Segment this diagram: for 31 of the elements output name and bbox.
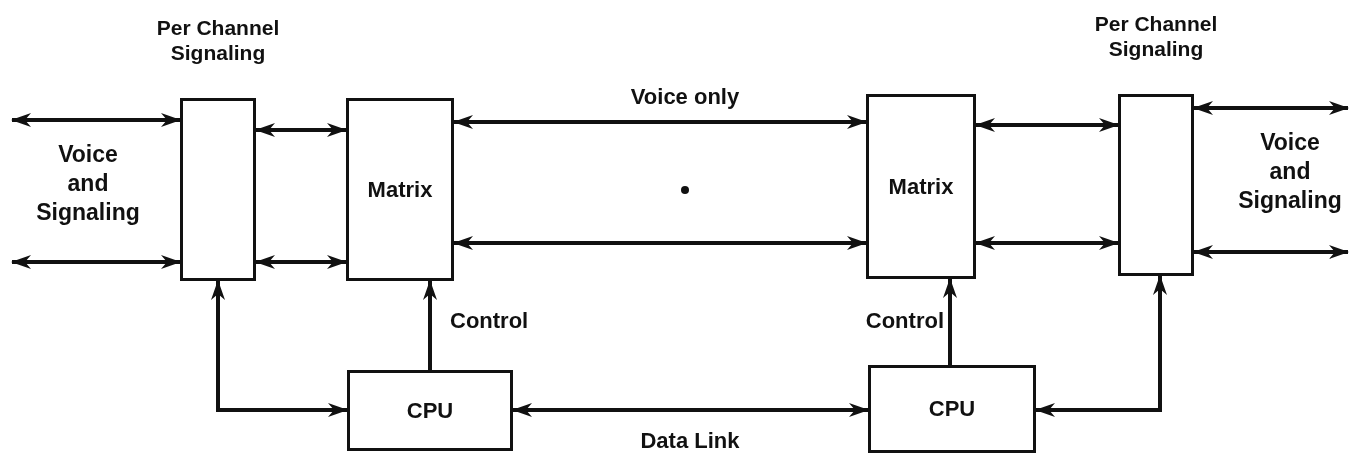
edge-label: Control [865, 308, 944, 335]
box-label: Matrix [888, 173, 954, 200]
box-heading: Per Channel Signaling [155, 15, 281, 66]
arrow [975, 118, 1119, 132]
box-label: CPU [406, 397, 454, 424]
box-heading: Per Channel Signaling [1093, 11, 1219, 62]
process-box [346, 98, 454, 281]
arrow [1193, 245, 1349, 259]
signal-label: Voice and Signaling [1238, 128, 1342, 215]
arrow [255, 255, 347, 269]
signal-label: Voice and Signaling [36, 140, 140, 227]
process-box [868, 365, 1036, 453]
arrow [943, 278, 957, 365]
arrow [211, 280, 348, 417]
edge-label: Control [450, 308, 529, 335]
arrow [1193, 101, 1349, 115]
process-box [347, 370, 513, 451]
arrow [975, 236, 1119, 250]
edge-label: Voice only [630, 84, 740, 111]
arrow [11, 255, 181, 269]
arrow [453, 115, 867, 129]
arrow [512, 403, 869, 417]
arrow [423, 280, 437, 370]
box-label: Matrix [367, 176, 433, 203]
process-box [866, 94, 976, 279]
edge-label: Data Link [640, 428, 740, 455]
arrow [453, 236, 867, 250]
arrow [1035, 275, 1167, 417]
arrow [255, 123, 347, 137]
arrow [11, 113, 181, 127]
box-label: CPU [928, 396, 976, 422]
